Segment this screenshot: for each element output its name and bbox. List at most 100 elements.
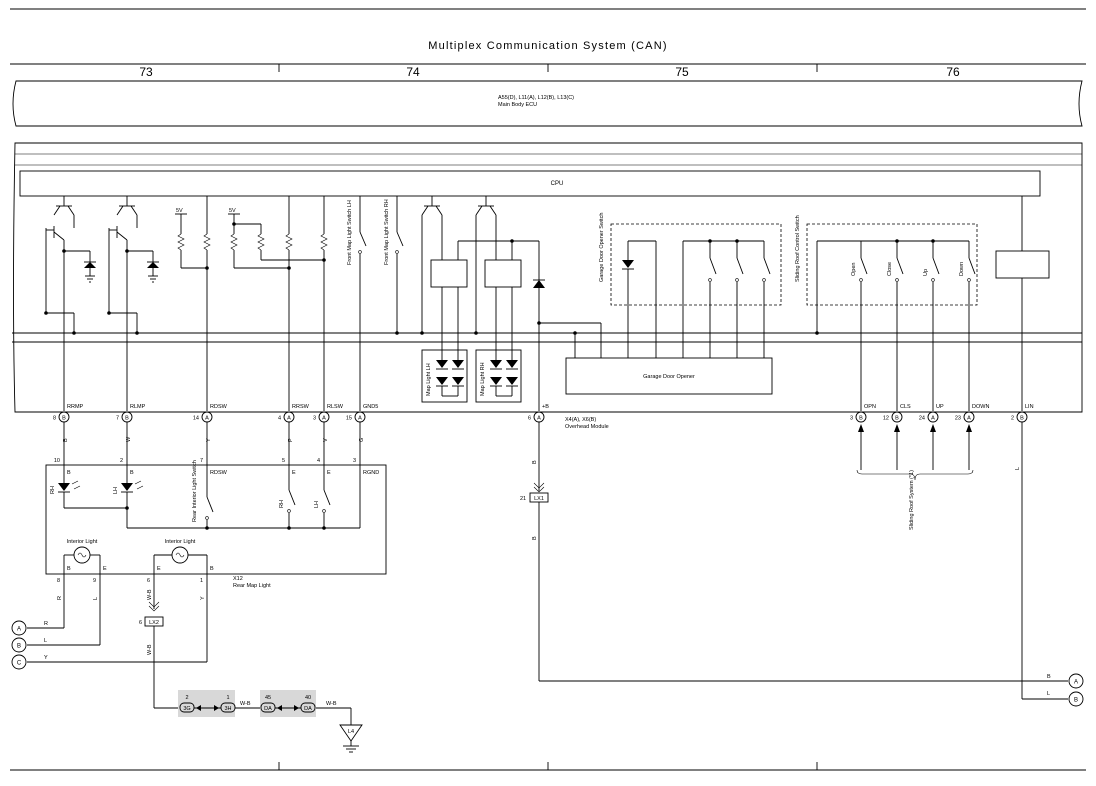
roof-switch-close: Close <box>887 262 893 276</box>
terminal-connector: B <box>895 416 899 422</box>
terminal-label: LIN <box>1025 404 1034 410</box>
rear-lamp-rh-label: RH <box>50 486 56 494</box>
lx2-wire-out: W-B <box>147 644 153 655</box>
section-76: 76 <box>946 65 960 79</box>
rear-map-light-bottom-wire: W-B <box>147 589 153 600</box>
lin-offpage-line: L <box>1015 422 1068 700</box>
terminal-pin: 7 <box>116 416 119 422</box>
terminal-wire-color: G <box>359 438 365 442</box>
rear-map-light-bottom-label: B <box>67 566 71 572</box>
svg-text:B: B <box>17 644 21 650</box>
rear-map-light-top-label: B <box>130 470 134 476</box>
terminal-wire-color: P <box>288 438 294 442</box>
front-map-light-switch-lh: Front Map Light Switch LH <box>347 196 367 333</box>
section-74: 74 <box>406 65 420 79</box>
sliding-roof-control-switch-label: Sliding Roof Control Switch <box>795 215 801 282</box>
lx1-name: LX1 <box>534 496 544 502</box>
terminal-wire-color: V <box>323 438 329 442</box>
terminal-pin: 2 <box>1011 416 1014 422</box>
garage-door-opener-switch: Garage Door Opener Switch <box>599 213 782 358</box>
rear-map-light-top-pin: 10 <box>54 458 60 464</box>
terminal-connector: A <box>287 416 291 422</box>
rear-map-light-name: Rear Map Light <box>233 583 271 589</box>
offpage-connector-left-b[interactable]: B <box>11 637 27 653</box>
lin-block <box>995 250 1050 279</box>
junction-wire-2: W-B <box>326 701 337 707</box>
section-73: 73 <box>139 65 153 79</box>
rear-map-light-bottom-label: E <box>103 566 107 572</box>
svg-text:40: 40 <box>305 695 311 701</box>
offpage-left-c-wire: Y <box>44 655 48 661</box>
terminal-connector: A <box>537 416 541 422</box>
offpage-connector-right-b[interactable]: B L <box>1047 691 1084 707</box>
junction-connector-da: 45 40 DA DA <box>260 690 316 717</box>
terminal-label: RDSW <box>210 404 228 410</box>
svg-text:DA: DA <box>264 706 272 712</box>
terminal-label: DOWN <box>972 404 989 410</box>
map-light-lh-box: Map Light LH <box>421 349 468 403</box>
main-ecu-name: Main Body ECU <box>498 102 537 108</box>
garage-door-opener-switch-label: Garage Door Opener Switch <box>599 213 605 282</box>
garage-door-opener <box>565 357 773 395</box>
svg-text:3H: 3H <box>224 706 231 712</box>
offpage-left-b-wire: L <box>44 638 47 644</box>
map-light-rh-label: Map Light RH <box>480 362 486 396</box>
garage-door-opener-label: Garage Door Opener <box>643 374 695 380</box>
terminal-label: RLMP <box>130 404 146 410</box>
rear-map-light-top-pin: 3 <box>353 458 356 464</box>
ground-label: L4 <box>348 729 354 735</box>
ecu-terminals: B8RRMPBB7RLMPWA14RDSWYA4RRSWPA3RLSWVA15G… <box>53 404 1034 470</box>
rear-map-light-bottom-wire: R <box>57 596 63 600</box>
rear-map-light-bottom-pin: 1 <box>200 578 203 584</box>
terminal-connector: A <box>358 416 362 422</box>
offpage-connector-left-c[interactable]: C <box>11 654 27 670</box>
rear-switch-lh-label: LH <box>314 501 320 508</box>
terminal-connector: A <box>931 416 935 422</box>
plus-b-diode-branch <box>533 241 602 411</box>
section-75: 75 <box>675 65 689 79</box>
terminal-connector: B <box>125 416 129 422</box>
terminal-pin: 4 <box>278 416 281 422</box>
offpage-left-a-wire: R <box>44 621 48 627</box>
rrsw-rlsw-input-circuit: 5V <box>228 196 328 411</box>
rear-map-light-bottom-label: E <box>157 566 161 572</box>
lx2-name: LX2 <box>149 620 159 626</box>
lx2-connector: LX2 6 W-B <box>139 574 180 709</box>
overhead-module-name: Overhead Module <box>565 424 609 430</box>
sliding-roof-system-label: Sliding Roof System (*1) <box>909 470 915 530</box>
rear-map-light: X12 Rear Map Light RH LH Rear Interior L… <box>45 422 387 589</box>
ground-l4: L4 <box>339 708 363 753</box>
svg-text:45: 45 <box>265 695 271 701</box>
terminal-pin: 3 <box>313 416 316 422</box>
cpu-block <box>19 170 1041 197</box>
offpage-right-b-wire: L <box>1047 691 1050 697</box>
svg-text:DA: DA <box>304 706 312 712</box>
offpage-connector-right-a[interactable]: A B <box>1047 673 1084 689</box>
offpage-right-a-wire: B <box>1047 674 1051 680</box>
terminal-label: CLS <box>900 404 911 410</box>
terminal-label: UP <box>936 404 944 410</box>
svg-text:A: A <box>1074 680 1078 686</box>
svg-text:3G: 3G <box>183 706 190 712</box>
rear-lamp-lh-label: LH <box>113 487 119 494</box>
overhead-module-codes: X4(A), X6(B) <box>565 417 596 423</box>
rear-map-light-top-label: RGND <box>363 470 379 476</box>
roof-switch-down: Down <box>959 262 965 276</box>
terminal-pin: 8 <box>53 416 56 422</box>
terminal-pin: 15 <box>346 416 352 422</box>
rear-map-light-bottom-pin: 9 <box>93 578 96 584</box>
terminal-connector: B <box>1020 416 1024 422</box>
offpage-connector-left-a[interactable]: A <box>11 620 27 636</box>
rear-switch-rh-label: RH <box>279 500 285 508</box>
rear-map-light-top-label: E <box>327 470 331 476</box>
lx1-wire-out: B <box>532 536 538 540</box>
